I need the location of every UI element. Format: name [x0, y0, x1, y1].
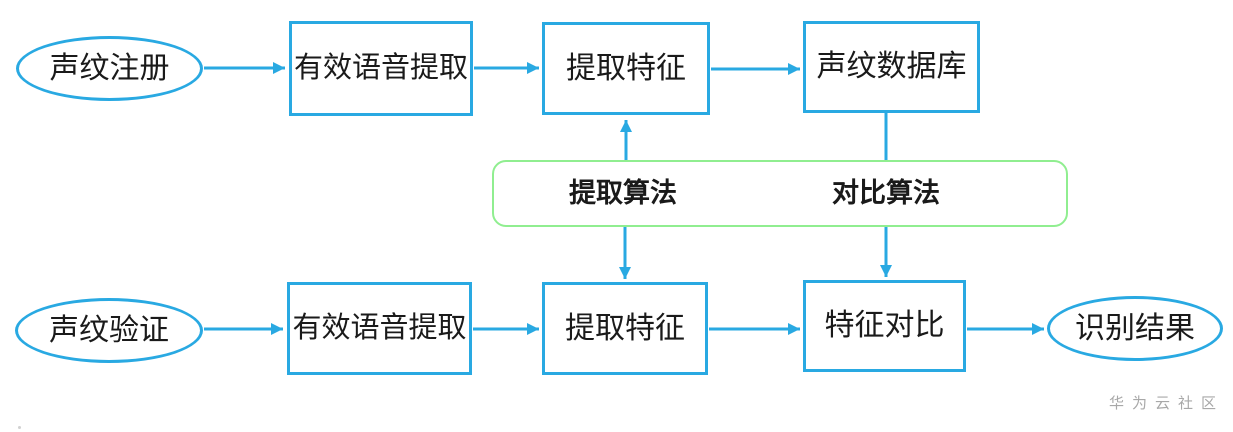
node-feature-extract-top: 提取特征: [542, 22, 710, 115]
node-speech-extract-bottom: 有效语音提取: [287, 282, 472, 375]
node-recognition-result-label: 识别结果: [1075, 311, 1195, 345]
node-feature-compare-label: 特征对比: [824, 309, 945, 342]
node-recognition-result: 识别结果: [1047, 296, 1223, 361]
node-speech-extract-bottom-label: 有效语音提取: [292, 312, 467, 344]
node-feature-extract-bottom: 提取特征: [542, 282, 708, 375]
node-voiceprint-register: 声纹注册: [16, 36, 203, 101]
node-feature-compare: 特征对比: [803, 280, 966, 372]
label-extract-algorithm-text: 提取算法: [569, 178, 677, 208]
node-feature-extract-bottom-label: 提取特征: [565, 311, 685, 345]
node-voiceprint-verify-label: 声纹验证: [49, 313, 169, 347]
label-extract-algorithm: 提取算法: [523, 162, 723, 225]
node-voiceprint-verify: 声纹验证: [15, 298, 203, 363]
label-compare-algorithm-text: 对比算法: [832, 178, 940, 208]
node-speech-extract-top: 有效语音提取: [289, 21, 473, 116]
node-voiceprint-database: 声纹数据库: [803, 21, 980, 113]
node-voiceprint-database-label: 声纹数据库: [816, 50, 967, 83]
node-feature-extract-top-label: 提取特征: [566, 51, 686, 85]
node-voiceprint-register-label: 声纹注册: [49, 51, 170, 85]
node-speech-extract-top-label: 有效语音提取: [293, 52, 468, 84]
label-compare-algorithm: 对比算法: [786, 162, 986, 225]
algorithm-container-box: [492, 160, 1068, 227]
watermark-huawei-cloud-community: 华为云社区: [1108, 395, 1224, 412]
stray-dot: [18, 426, 21, 429]
